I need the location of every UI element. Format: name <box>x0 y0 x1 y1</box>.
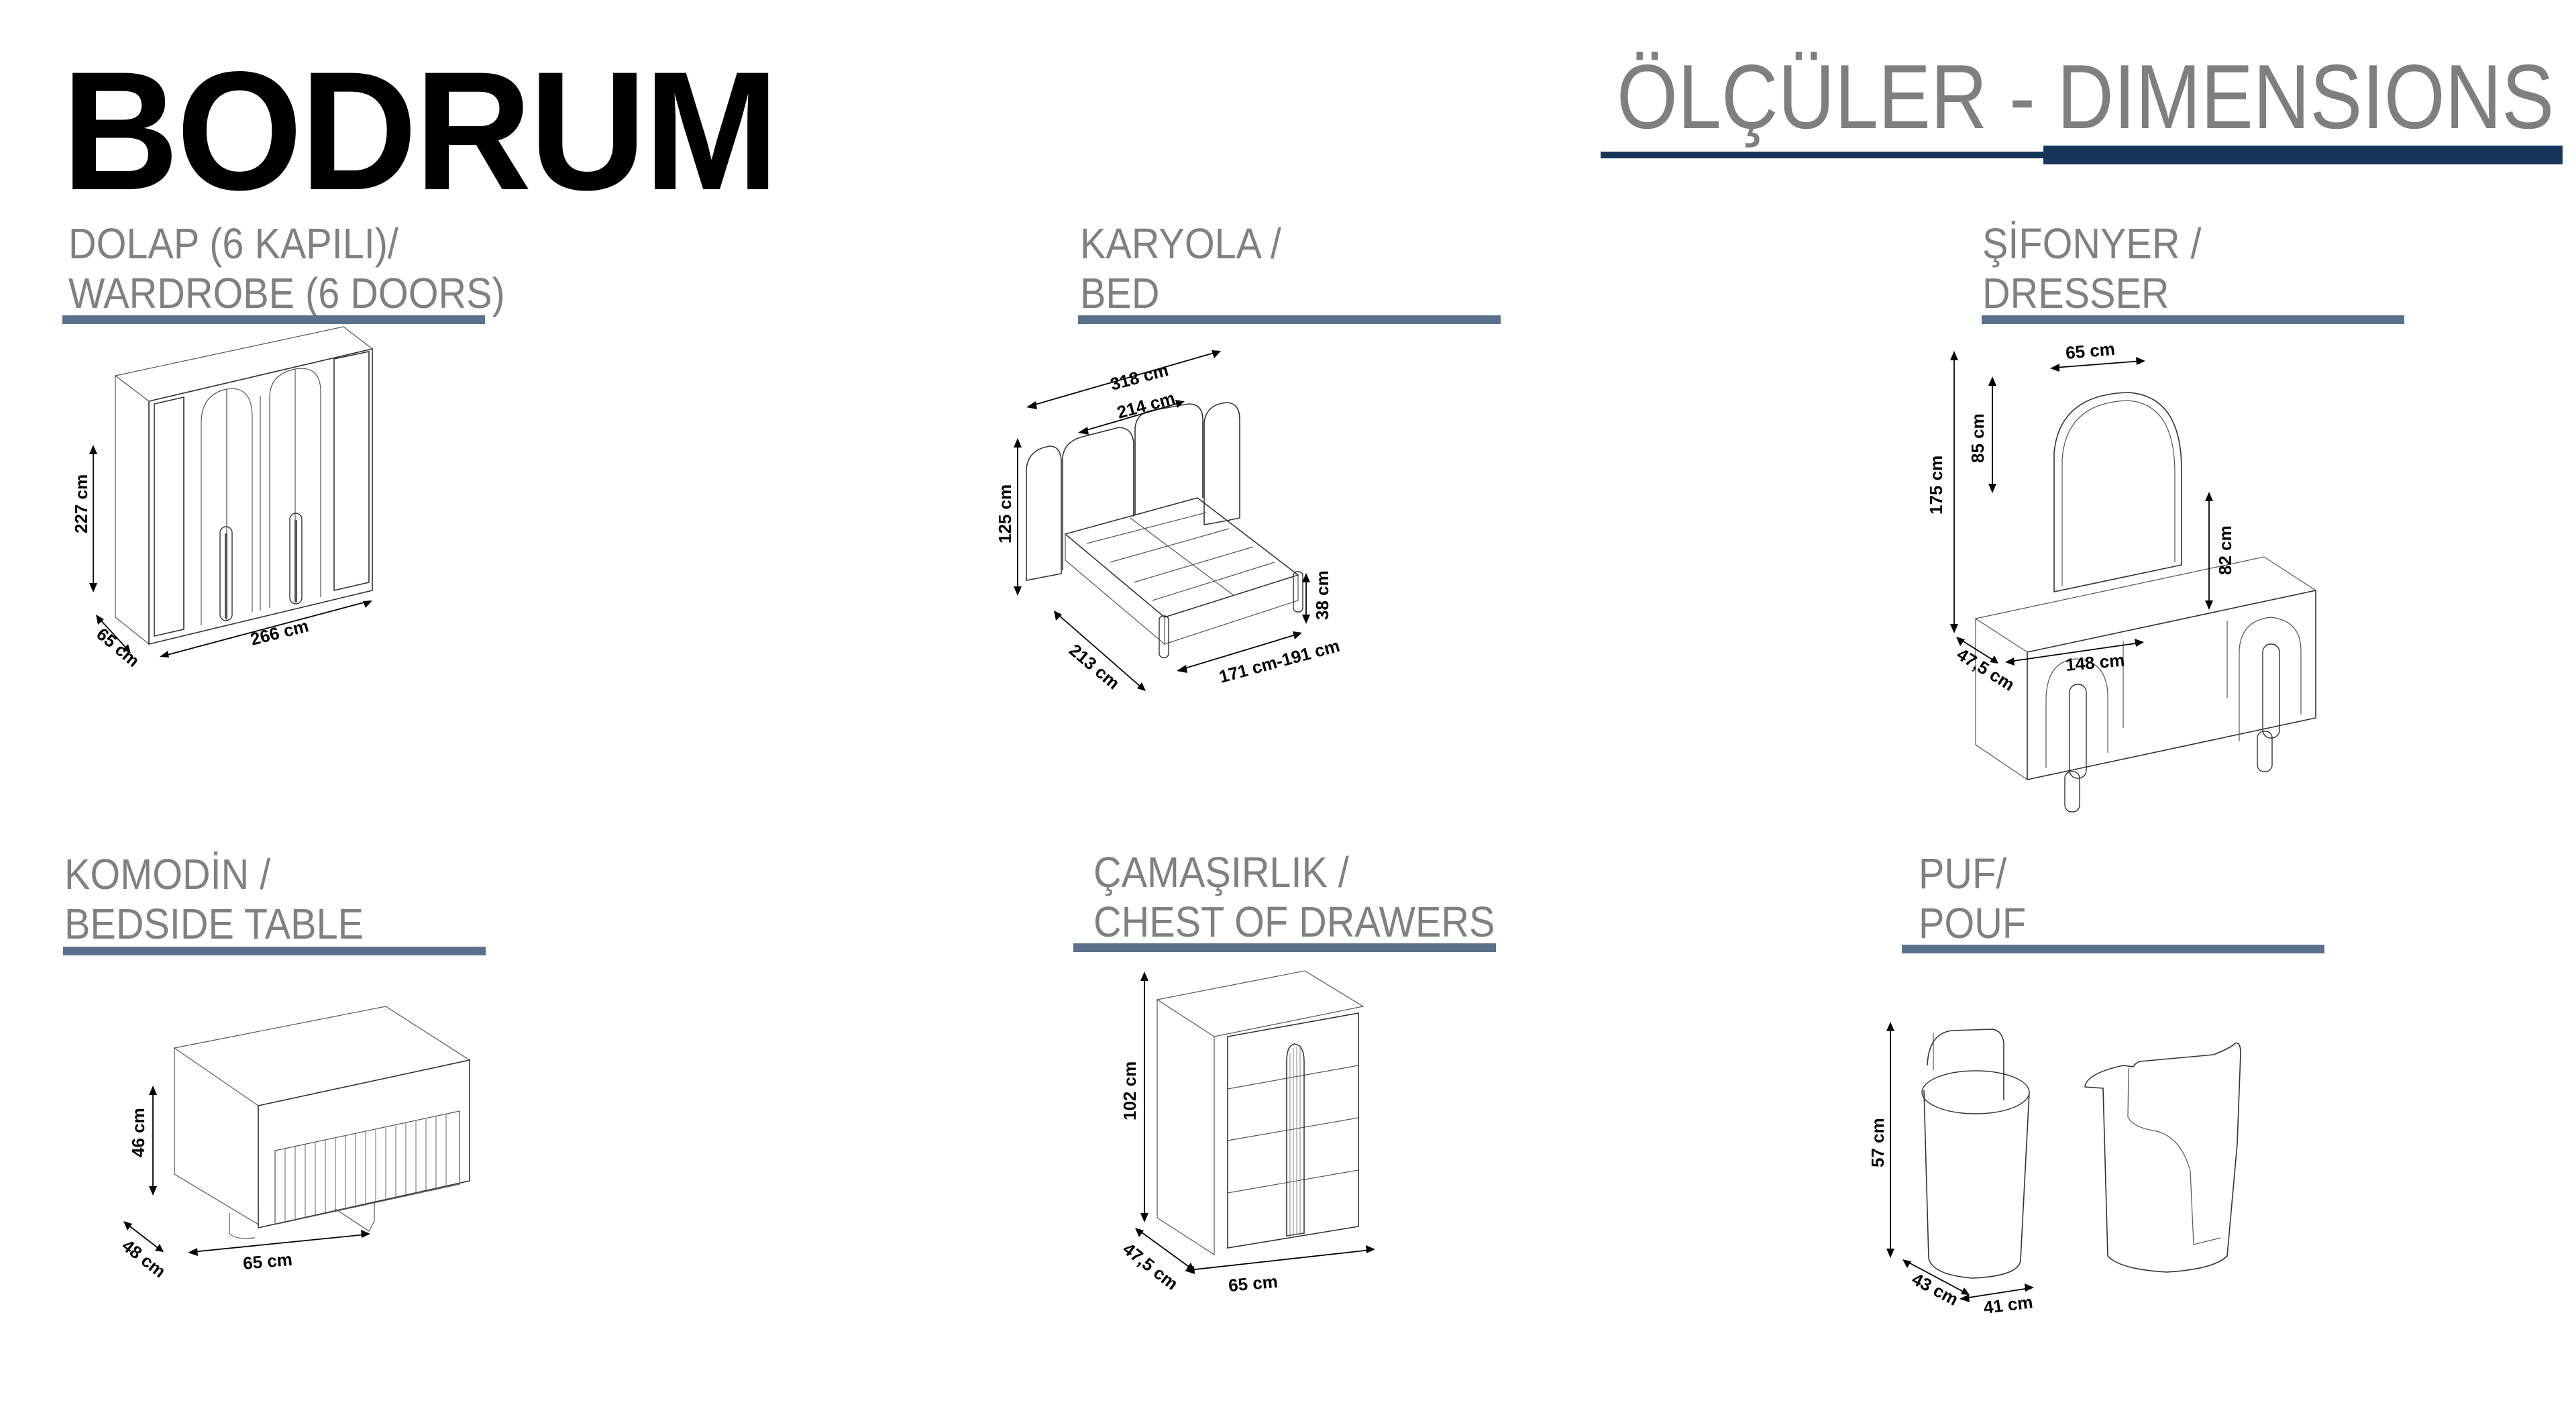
dim-frame-width: 171 cm-191 cm <box>1217 635 1342 687</box>
dim-table-height: 82 cm <box>2215 525 2235 575</box>
dim-total-width: 318 cm <box>1108 360 1171 395</box>
dim-depth: 43 cm <box>1909 1269 1962 1310</box>
dim-width: 266 cm <box>248 615 311 649</box>
dim-length: 213 cm <box>1065 640 1124 694</box>
section-title-tr: ŞİFONYER / <box>1982 219 2202 268</box>
section-title-tr: KOMODİN / <box>64 850 271 898</box>
section-underline <box>1902 945 2324 953</box>
heading-underline-thin <box>1601 152 2043 158</box>
chest-of-drawers-drawing-icon: 102 cm 47,5 cm 65 cm <box>1073 845 1543 1369</box>
dim-depth: 65 cm <box>93 624 144 671</box>
section-underline <box>1078 315 1501 324</box>
section-title-en: BEDSIDE TABLE <box>64 900 364 948</box>
page-heading: ÖLÇÜLER - DIMENSIONS <box>1617 46 2555 148</box>
section-underline <box>63 947 486 955</box>
section-title-tr: ÇAMAŞIRLIK / <box>1093 848 1349 896</box>
section-title-tr: DOLAP (6 KAPILI)/ <box>68 219 398 268</box>
dim-width: 148 cm <box>2065 649 2125 675</box>
dim-depth: 47,5 cm <box>1953 644 2019 695</box>
heading-underline-thick <box>2043 146 2563 164</box>
dim-mirror-width: 65 cm <box>2065 339 2116 363</box>
section-title-tr: PUF/ <box>1919 849 2007 898</box>
section-underline <box>1982 315 2404 324</box>
dim-depth: 47,5 cm <box>1119 1239 1182 1294</box>
bedside-table-drawing-icon: 46 cm 48 cm 65 cm <box>54 845 523 1328</box>
pouf-drawing-icon: 57 cm 43 cm 41 cm <box>1865 1006 2361 1342</box>
dim-mirror-height: 85 cm <box>1968 413 1988 463</box>
dim-height: 102 cm <box>1120 1061 1140 1120</box>
section-title-en: DRESSER <box>1982 269 2169 317</box>
dim-frame-height: 38 cm <box>1312 570 1332 620</box>
section-title-en: BED <box>1080 269 1160 317</box>
section-underline <box>62 315 485 324</box>
section-title-en: CHEST OF DRAWERS <box>1093 898 1495 946</box>
dim-headboard-width: 214 cm <box>1115 388 1177 423</box>
dim-depth: 48 cm <box>118 1235 170 1281</box>
dresser-drawing-icon: 65 cm 85 cm 175 cm 82 cm 47,5 cm 148 cm <box>1926 335 2455 845</box>
wardrobe-drawing-icon: 227 cm 65 cm 266 cm <box>54 322 644 839</box>
section-underline <box>1073 943 1496 952</box>
dim-width: 41 cm <box>1982 1292 2034 1318</box>
brand-title: BODRUM <box>62 37 779 225</box>
dim-width: 65 cm <box>1228 1271 1279 1296</box>
section-title-tr: KARYOLA / <box>1080 219 1281 268</box>
dim-total-height: 175 cm <box>1926 456 1946 515</box>
dim-height: 57 cm <box>1868 1118 1888 1167</box>
section-title-en: WARDROBE (6 DOORS) <box>68 269 505 317</box>
section-title-en: POUF <box>1919 899 2027 947</box>
dim-headboard-height: 125 cm <box>995 484 1015 543</box>
dim-width: 65 cm <box>242 1249 293 1273</box>
dim-height: 46 cm <box>128 1108 148 1157</box>
dim-height: 227 cm <box>71 474 91 533</box>
bed-drawing-icon: 318 cm 214 cm 125 cm 213 cm 171 cm-191 c… <box>993 349 1650 819</box>
